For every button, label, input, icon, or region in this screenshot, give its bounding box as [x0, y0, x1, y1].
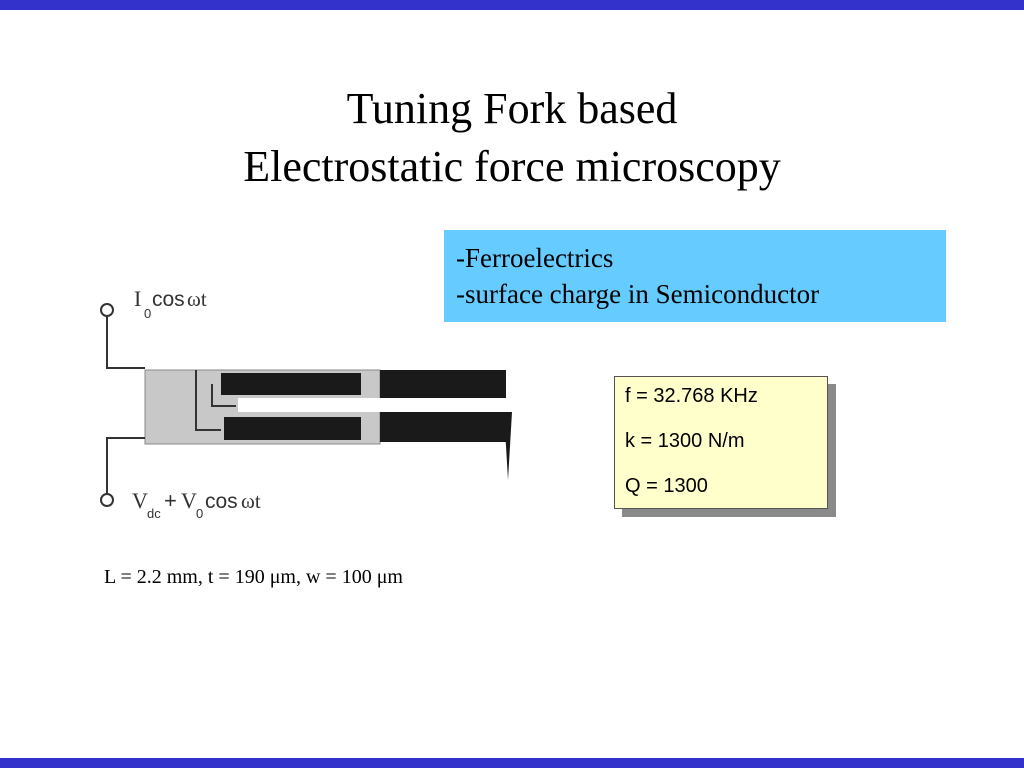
probe-tip — [504, 412, 512, 480]
bottom-label-cos: cos — [205, 490, 238, 513]
terminal-circle-icon — [100, 493, 114, 507]
lead-wire-bottom — [106, 437, 145, 494]
top-label-omega-t: ωt — [187, 287, 207, 311]
bottom-label-omega-t: ωt — [241, 489, 261, 513]
bottom-label-sub0: 0 — [196, 506, 203, 521]
params-box: f = 32.768 KHz k = 1300 N/m Q = 1300 — [614, 376, 828, 509]
bottom-accent-bar — [0, 758, 1024, 768]
title-line-2: Electrostatic force microscopy — [243, 142, 781, 191]
wire-inner-2 — [211, 384, 236, 407]
bottom-label-V0: V — [181, 488, 197, 513]
bottom-label-sub-dc: dc — [147, 506, 161, 521]
fork-slot — [238, 398, 511, 412]
lead-wire-top — [106, 316, 145, 369]
page-title: Tuning Fork based Electrostatic force mi… — [0, 80, 1024, 196]
fork-dimensions: L = 2.2 mm, t = 190 μm, w = 100 μm — [104, 566, 403, 588]
param-quality-factor: Q = 1300 — [625, 475, 708, 497]
topic-item-surface-charge: -surface charge in Semiconductor — [456, 279, 820, 309]
upper-inner-electrode — [221, 373, 361, 395]
bottom-label-plus: + — [164, 488, 177, 513]
topic-item-ferroelectrics: -Ferroelectrics — [456, 243, 614, 273]
lower-prong-electrode — [380, 412, 510, 442]
topics-box: -Ferroelectrics -surface charge in Semic… — [444, 230, 946, 322]
tuning-fork-diagram: I 0 cos ωt V dc + V 0 cos ωt — [100, 286, 512, 521]
bottom-label-V: V — [132, 488, 148, 513]
param-frequency: f = 32.768 KHz — [625, 385, 758, 407]
lower-inner-electrode — [224, 417, 361, 440]
top-label-cos: cos — [152, 288, 185, 311]
wire-inner-1 — [195, 370, 221, 431]
title-line-1: Tuning Fork based — [346, 84, 678, 133]
top-label-I: I — [134, 286, 141, 311]
terminal-circle-icon — [100, 303, 114, 317]
param-spring-constant: k = 1300 N/m — [625, 430, 745, 452]
top-label-sub0: 0 — [144, 306, 151, 321]
top-accent-bar — [0, 0, 1024, 10]
upper-prong-electrode — [380, 370, 506, 398]
